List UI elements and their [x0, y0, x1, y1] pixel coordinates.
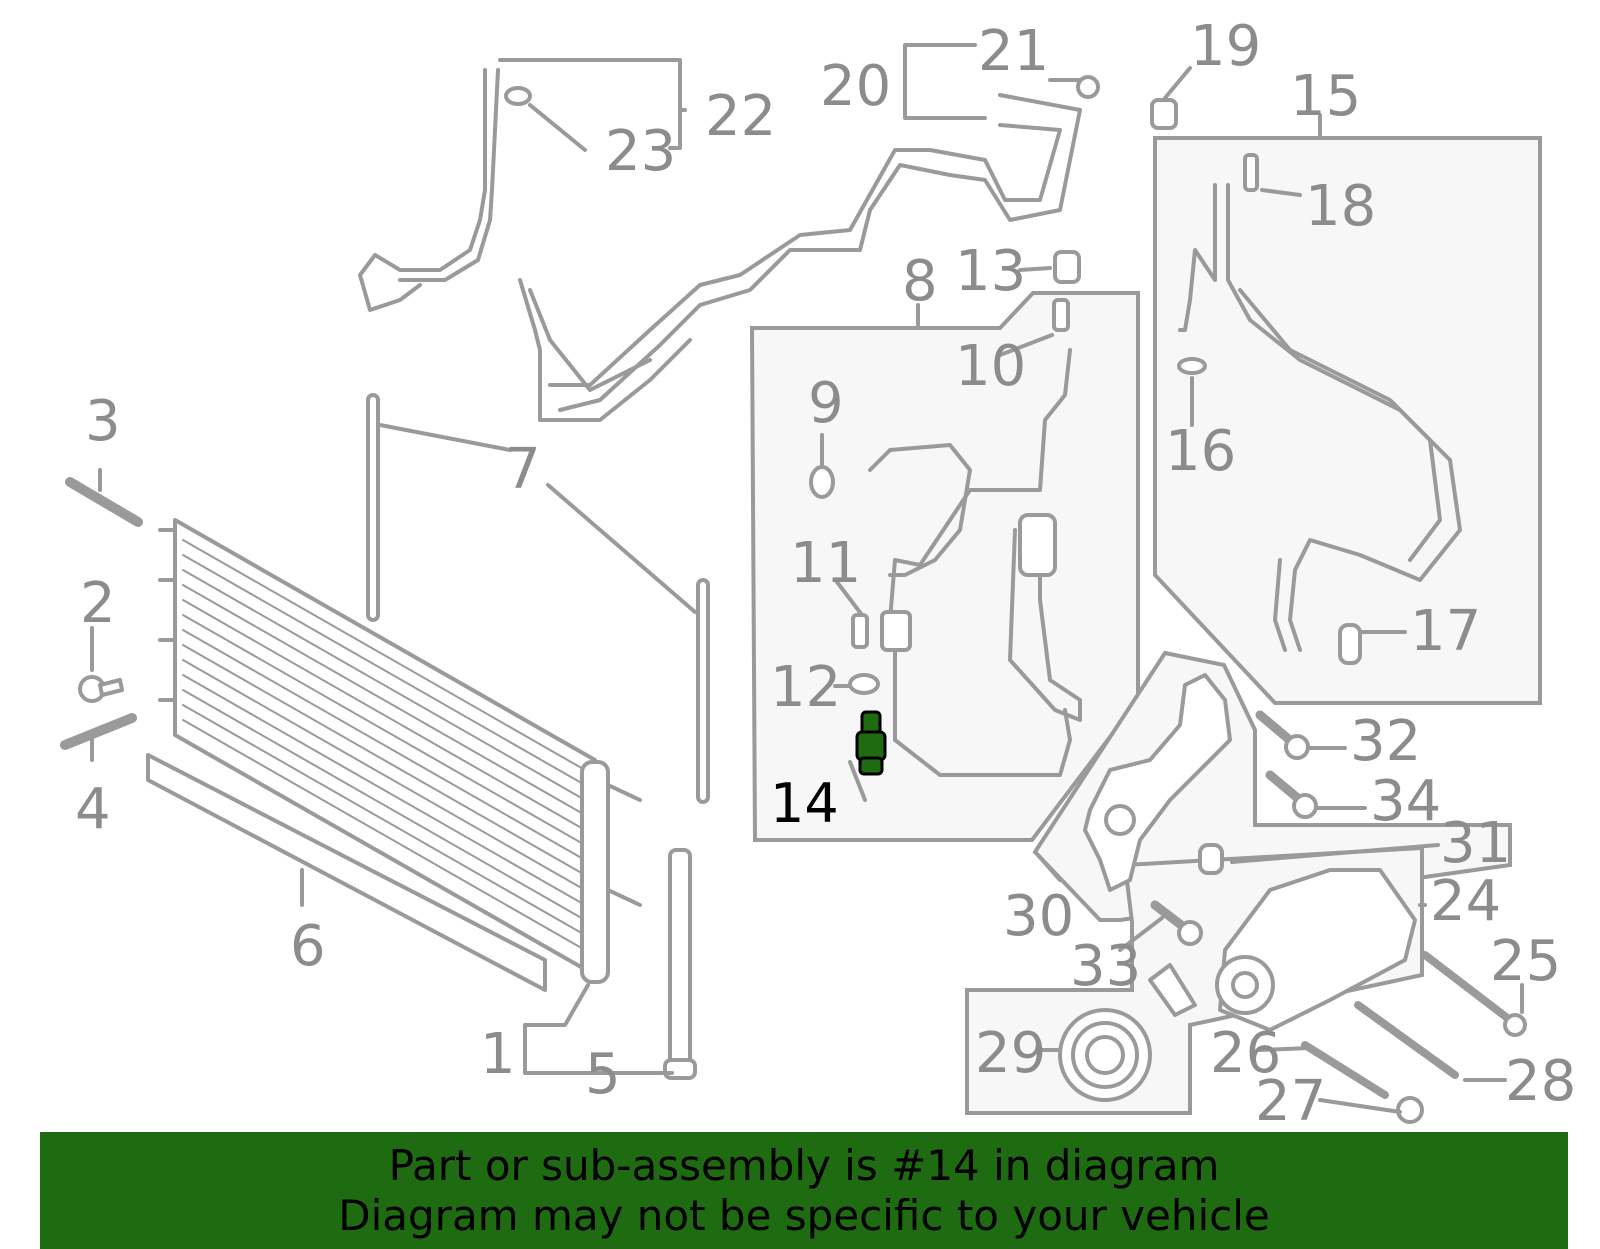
callout-21: 21 [978, 19, 1049, 84]
cap-19 [1150, 98, 1178, 130]
bolt-25 [1421, 951, 1527, 1037]
callout-20: 20 [820, 54, 891, 119]
discharge-line [518, 278, 692, 422]
compressor-24 [1215, 868, 1417, 1032]
o-ring-23 [504, 86, 532, 106]
o-ring-21 [1076, 75, 1100, 99]
callout-19: 19 [1190, 14, 1261, 79]
group-box-15 [1153, 136, 1542, 705]
condenser [158, 518, 642, 984]
callout-30: 30 [1003, 884, 1074, 949]
callout-33: 33 [1070, 934, 1141, 999]
callout-26: 26 [1210, 1021, 1281, 1086]
hose-assembly-8 [868, 348, 1082, 777]
banner-line-1: Part or sub-assembly is #14 in diagram [388, 1140, 1220, 1190]
callout-18: 18 [1305, 174, 1376, 239]
callout-4: 4 [75, 777, 111, 842]
group-box-8 [749, 291, 1140, 842]
bolt-2 [78, 675, 124, 703]
bolt-34 [1265, 770, 1318, 819]
valve-10 [1052, 298, 1070, 332]
baffle [146, 753, 547, 992]
hose-assembly-15 [1177, 153, 1462, 665]
callout-17: 17 [1410, 599, 1481, 664]
info-banner: Part or sub-assembly is #14 in diagram D… [40, 1132, 1568, 1249]
compressor-bracket-30 [1083, 673, 1232, 892]
callout-22: 22 [705, 84, 776, 149]
bolt-28 [1354, 1001, 1459, 1079]
pin-3 [65, 477, 143, 527]
cap-13 [1053, 250, 1081, 284]
callout-15: 15 [1290, 64, 1361, 129]
callout-13: 13 [955, 239, 1026, 304]
callout-3: 3 [85, 389, 121, 454]
suction-hose-20 [548, 93, 1082, 412]
callout-25: 25 [1490, 929, 1561, 994]
clutch-pulley-29 [1058, 963, 1197, 1102]
seal-left [366, 393, 380, 622]
bolt-32 [1255, 710, 1310, 760]
receiver-drier [663, 848, 697, 1080]
seal-right [696, 578, 710, 804]
callout-29: 29 [975, 1021, 1046, 1086]
callout-5: 5 [585, 1042, 621, 1107]
callout-16: 16 [1165, 419, 1236, 484]
banner-line-2: Diagram may not be specific to your vehi… [338, 1190, 1270, 1240]
parts-diagram: 1 2 3 4 5 6 7 8 9 10 11 12 13 14 15 16 1… [60, 14, 1576, 1130]
callout-14: 14 [770, 772, 839, 835]
nut-27 [1396, 1096, 1424, 1124]
callout-11: 11 [790, 531, 861, 596]
o-ring-12 [848, 673, 880, 695]
callout-10: 10 [955, 334, 1026, 399]
bolt-26 [1301, 1041, 1389, 1099]
callout-7: 7 [505, 437, 541, 502]
callout-27: 27 [1255, 1069, 1326, 1130]
bolt-33 [1150, 900, 1203, 946]
callout-34: 34 [1370, 769, 1441, 834]
callout-28: 28 [1505, 1049, 1576, 1114]
pressure-switch-14[interactable] [855, 710, 887, 776]
callout-32: 32 [1350, 709, 1421, 774]
callout-1: 1 [480, 1022, 516, 1087]
valve-11 [851, 613, 869, 649]
callout-12: 12 [770, 655, 841, 720]
callout-31: 31 [1440, 811, 1511, 876]
callout-8: 8 [902, 249, 938, 314]
callout-24: 24 [1430, 869, 1501, 934]
callout-9: 9 [808, 371, 844, 436]
callout-6: 6 [290, 914, 326, 979]
pin-4 [60, 713, 137, 750]
liquid-line-22 [358, 68, 500, 312]
leader-lines [90, 43, 1524, 1114]
callout-2: 2 [80, 571, 116, 636]
callout-23: 23 [605, 119, 676, 184]
o-ring-9 [809, 465, 835, 499]
